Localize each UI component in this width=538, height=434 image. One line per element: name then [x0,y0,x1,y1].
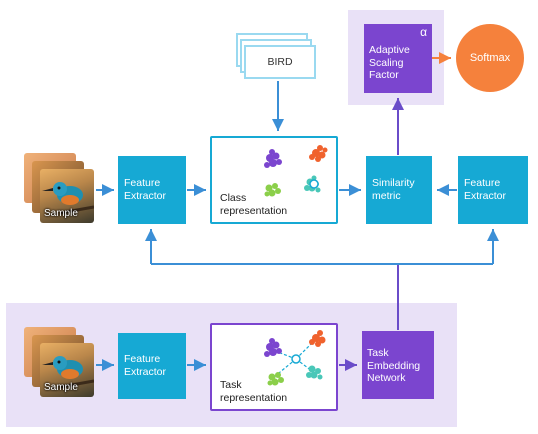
bird-label: BIRD [267,56,293,68]
feature-extractor-left: Feature Extractor [118,156,186,224]
adaptive-scaling-factor-box: Adaptive Scaling Factor α [364,24,432,93]
kingfisher-bird-icon [42,182,94,215]
orange-cluster [309,145,328,162]
sample-images-bottom: Sample [24,327,96,397]
task-clusters-graphic [264,330,326,386]
kingfisher-bird-icon-bottom [42,356,94,389]
purple-cluster [264,149,282,168]
similarity-metric-label: Similarity metric [372,177,415,202]
sample-photo-front: Sample [40,169,94,223]
sample-label: Sample [44,208,78,219]
softmax-circle: Softmax [456,24,524,92]
sample-photo-front-bottom: Sample [40,343,94,397]
task-representation-card: Task representation [210,323,338,411]
softmax-label: Softmax [469,52,511,64]
feature-extractor-bottom-label: Feature Extractor [124,353,167,378]
class-representation-label: Class representation [220,192,288,217]
sample-images-top: Sample [24,153,96,223]
purple-cluster-task [264,338,282,357]
task-embedding-label: Task Embedding Network [367,347,421,384]
sample-label-bottom: Sample [44,382,78,393]
class-representation-card: Class representation [210,136,338,224]
feature-extractor-bottom: Feature Extractor [118,333,186,399]
teal-cluster-task [306,365,323,380]
orange-cluster-task [309,330,326,347]
task-center-node [291,354,301,364]
bird-label-stack: BIRD [236,33,316,81]
green-cluster [264,183,281,197]
feature-extractor-right-label: Feature Extractor [464,177,507,202]
task-representation-label: Task representation [220,379,288,404]
feature-extractor-left-label: Feature Extractor [124,177,167,202]
teal-prototype [309,179,319,189]
feature-extractor-right: Feature Extractor [458,156,528,224]
class-clusters-graphic [264,145,328,197]
task-embedding-network-box: Task Embedding Network [362,331,434,399]
alpha-symbol: α [420,25,427,39]
similarity-metric-box: Similarity metric [366,156,432,224]
green-cluster-task [267,372,284,386]
adaptive-scaling-label: Adaptive Scaling Factor [369,44,410,81]
bird-card-front: BIRD [244,45,316,79]
